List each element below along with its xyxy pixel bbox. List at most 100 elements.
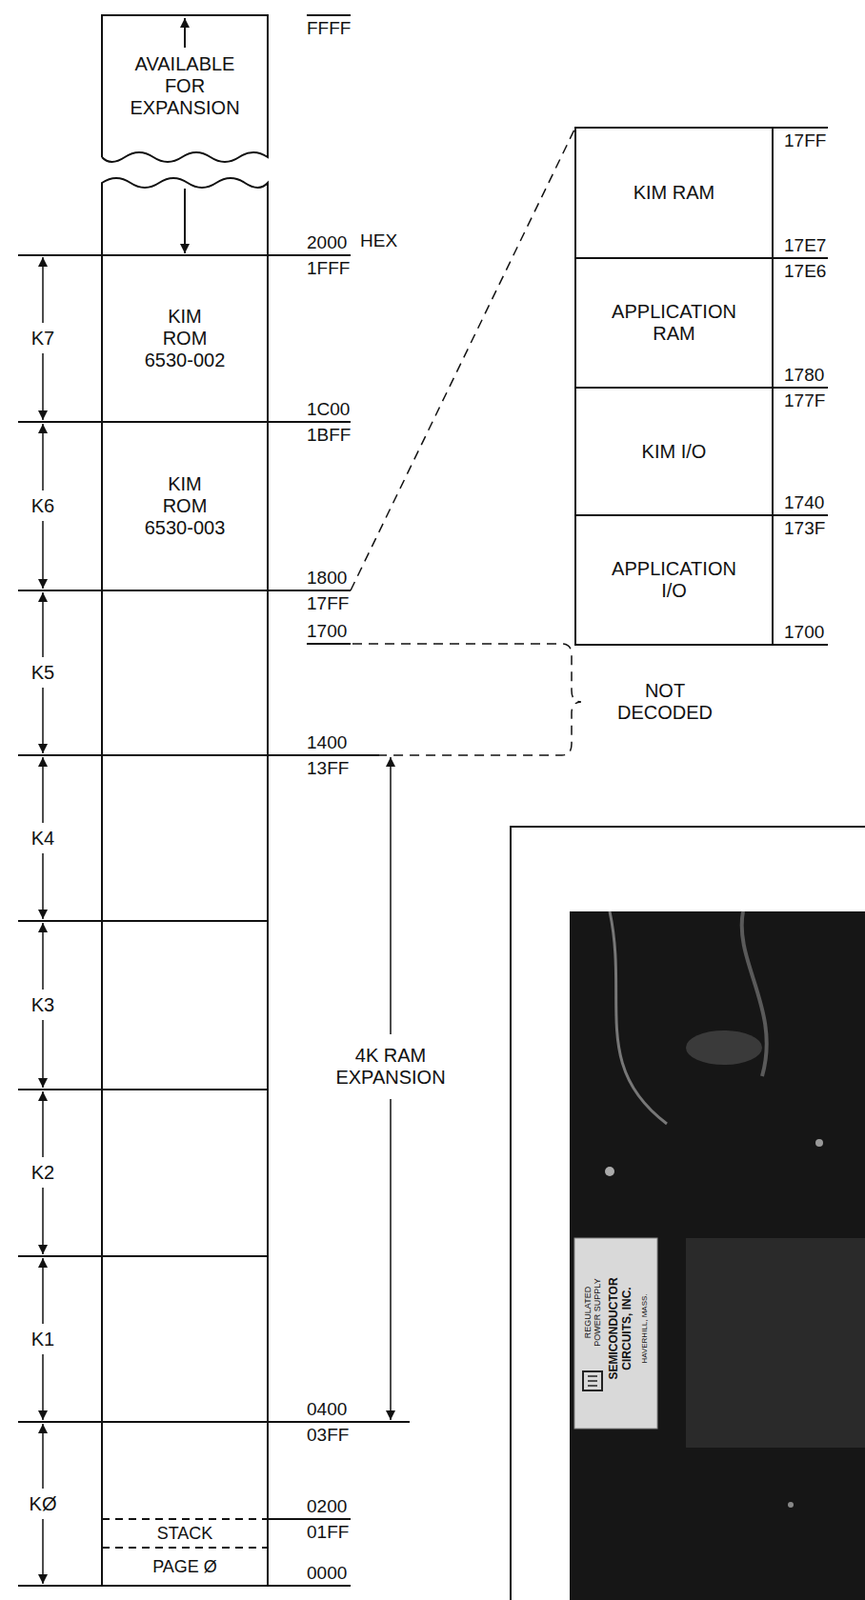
photo-ground <box>569 911 865 1600</box>
block-label: AVAILABLE FOR EXPANSION <box>129 53 242 120</box>
boundary-line <box>18 1088 268 1091</box>
rom-block: KIM ROM 6530-002 <box>101 255 268 423</box>
address-bar <box>306 14 351 17</box>
address-label: 1BFF <box>306 424 351 446</box>
address-label: 173F <box>784 518 825 540</box>
block-arrow <box>41 257 44 323</box>
dashed-boundary <box>101 1547 268 1549</box>
photo-wire <box>609 911 667 1125</box>
block-arrow <box>41 1091 44 1158</box>
expansion-arrow <box>183 188 186 254</box>
stack-region: STACK <box>101 1520 268 1548</box>
memory-column <box>18 15 410 1587</box>
address-label: 1C00 <box>306 399 350 421</box>
address-label: 177F <box>784 390 825 412</box>
block-number: K3 <box>31 994 55 1017</box>
photo-shape <box>685 1030 763 1066</box>
address-label: 01FF <box>306 1522 349 1544</box>
photo-speck <box>604 1166 615 1177</box>
span-arrow <box>389 757 392 1035</box>
address-label: 1700 <box>306 621 347 643</box>
block-label: STACK <box>157 1524 214 1545</box>
address-label: 1400 <box>306 732 347 754</box>
block-arrow <box>41 853 44 920</box>
block-arrow <box>41 423 44 491</box>
address-bar <box>772 126 828 129</box>
address-label: 17E7 <box>784 235 826 257</box>
block-label: APPLICATION RAM <box>611 301 738 345</box>
maker-logo <box>587 1376 598 1387</box>
address-label: 0200 <box>306 1496 347 1518</box>
expansion-region: AVAILABLE FOR EXPANSION <box>101 38 268 134</box>
block-arrow <box>41 687 44 754</box>
block-arrow <box>41 592 44 658</box>
boundary-line <box>18 589 351 592</box>
maker-logo <box>583 1371 603 1391</box>
block-arrow <box>41 923 44 990</box>
power-supply-plate <box>574 1238 658 1429</box>
page-17-detail <box>350 127 828 756</box>
expansion-arrow <box>183 18 186 48</box>
torn-memory-column <box>101 178 268 1587</box>
ram-block: KIM RAM <box>575 127 773 259</box>
detail-box <box>575 127 773 645</box>
address-label: 17FF <box>784 130 826 152</box>
boundary-line <box>575 514 828 517</box>
zoom-leader <box>350 127 576 591</box>
block-arrow <box>41 757 44 824</box>
address-label: 1800 <box>306 567 347 589</box>
not-decoded-brace <box>352 643 582 756</box>
dashed-boundary <box>101 1518 268 1521</box>
io-block: KIM I/O <box>575 387 773 516</box>
io-block: APPLICATION I/O <box>575 515 773 645</box>
address-label: 1FFF <box>306 258 350 280</box>
boundary-line <box>18 1255 268 1258</box>
block-arrow <box>41 521 44 589</box>
block-arrow <box>41 1354 44 1421</box>
address-label: 13FF <box>306 758 349 780</box>
block-label: KIM I/O <box>642 441 707 463</box>
address-label: FFFF <box>306 18 351 40</box>
block-number: K4 <box>31 827 55 850</box>
span-arrow <box>389 1099 392 1421</box>
block-arrow <box>41 1020 44 1088</box>
rom-block: KIM ROM 6530-003 <box>101 422 268 591</box>
block-number: K6 <box>31 495 55 518</box>
ram-block: APPLICATION RAM <box>575 258 773 388</box>
block-number: K2 <box>31 1162 55 1185</box>
photo-label: SEMICONDUCTOR CIRCUITS, INC. <box>607 1276 635 1382</box>
address-label: 0000 <box>306 1563 347 1585</box>
block-arrow <box>41 1187 44 1255</box>
address-label: 1700 <box>784 622 825 644</box>
address-label: 17FF <box>306 593 349 615</box>
page-zero-region: PAGE Ø <box>101 1548 268 1586</box>
photo-label: REGULATED POWER SUPPLY <box>583 1276 604 1349</box>
photo-label: HAVERHILL, MASS. <box>640 1293 649 1364</box>
block-arrow <box>41 1258 44 1325</box>
block-label: KIM RAM <box>633 181 716 204</box>
address-bar <box>267 1518 351 1521</box>
boundary-line <box>18 254 351 257</box>
boundary-line <box>18 754 380 757</box>
block-number: KØ <box>29 1493 58 1516</box>
block-arrows <box>42 257 391 1585</box>
region-note: NOT DECODED <box>616 680 714 725</box>
address-label: 2000 <box>306 232 347 254</box>
torn-expansion-box <box>101 15 268 162</box>
block-label: APPLICATION I/O <box>611 558 738 603</box>
address-label: 1740 <box>784 492 825 514</box>
photo-speck <box>815 1139 824 1147</box>
base-note: HEX <box>360 230 398 252</box>
boundary-line <box>575 386 828 389</box>
address-label: 03FF <box>306 1425 349 1447</box>
block-arrow <box>41 1424 44 1489</box>
span-note: 4K RAM EXPANSION <box>335 1045 447 1089</box>
block-arrow <box>41 353 44 421</box>
block-label: KIM ROM 6530-003 <box>143 473 226 540</box>
block-number: K7 <box>31 327 55 350</box>
boundary-line <box>18 1585 351 1588</box>
address-label: 1780 <box>784 364 825 386</box>
